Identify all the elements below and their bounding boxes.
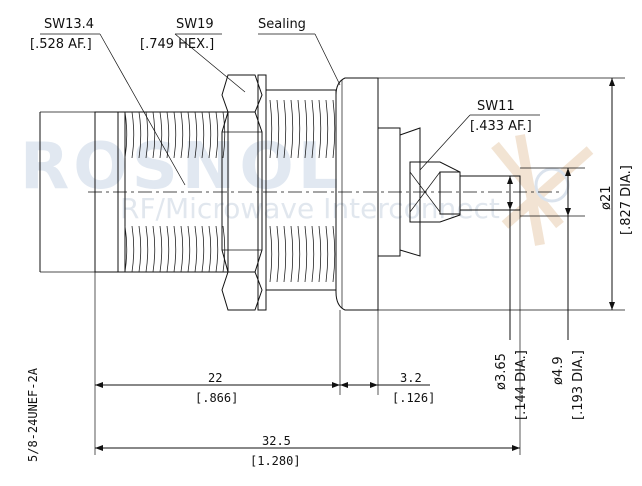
dim-3-2-inch: [.126] — [392, 391, 435, 405]
thread-crest — [222, 225, 226, 273]
thread-crest — [318, 99, 322, 159]
thread-crest — [269, 225, 273, 283]
label-sw11-af: [.433 AF.] — [470, 119, 532, 134]
left-threaded-body — [94, 111, 229, 273]
dim-22: 22 — [208, 371, 222, 385]
thread-crest — [180, 111, 184, 159]
thread-crest — [201, 225, 205, 273]
rear-nut — [377, 127, 521, 257]
thread-crest — [332, 99, 336, 159]
dim-d365-inch: [.144 DIA.] — [514, 350, 529, 420]
thread-crest — [283, 225, 287, 283]
label-sw134-af: [.528 AF.] — [30, 37, 92, 52]
dim-d21: ø21 — [599, 186, 614, 211]
thread-crest — [222, 111, 226, 159]
dim-d365: ø3.65 — [494, 353, 509, 390]
thread-crest — [145, 225, 149, 273]
thread-crest — [138, 111, 142, 159]
label-sw11: SW11 — [477, 99, 515, 114]
thread-crest — [131, 111, 135, 159]
thread-crest — [131, 225, 135, 273]
thread-crest — [311, 225, 315, 283]
thread-spec: 5/8-24UNEF-2A — [26, 367, 40, 462]
thread-crest — [166, 225, 170, 273]
thread-crest — [325, 225, 329, 283]
thread-crest — [180, 225, 184, 273]
thread-crest — [124, 225, 128, 273]
thread-crest — [152, 225, 156, 273]
thread-crest — [152, 111, 156, 159]
thread-crest — [194, 225, 198, 273]
dim-32-5: 32.5 — [262, 434, 291, 448]
thread-crest — [297, 225, 301, 283]
thread-crest — [297, 99, 301, 159]
thread-crest — [276, 225, 280, 283]
dim-d49-inch: [.193 DIA.] — [571, 350, 586, 420]
thread-crest — [325, 99, 329, 159]
thread-crest — [145, 111, 149, 159]
thread-crest — [269, 99, 273, 159]
thread-crest — [159, 225, 163, 273]
dim-32-5-inch: [1.280] — [250, 454, 301, 468]
label-sealing: Sealing — [258, 17, 306, 32]
thread-crest — [311, 99, 315, 159]
thread-crest — [215, 111, 219, 159]
thread-crest — [283, 99, 287, 159]
thread-crest — [173, 111, 177, 159]
thread-crest — [138, 225, 142, 273]
dim-d21-inch: [.827 DIA.] — [619, 165, 634, 235]
dim-d49: ø4.9 — [551, 356, 566, 385]
thread-crest — [276, 99, 280, 159]
thread-crest — [304, 225, 308, 283]
dim-22-inch: [.866] — [195, 391, 238, 405]
thread-crest — [187, 111, 191, 159]
thread-crest — [194, 111, 198, 159]
label-sw19-hex: [.749 HEX.] — [140, 37, 214, 52]
label-sw134: SW13.4 — [44, 17, 94, 32]
thread-crest — [173, 225, 177, 273]
thread-crest — [208, 111, 212, 159]
thread-crest — [215, 225, 219, 273]
thread-crest — [332, 225, 336, 283]
thread-crest — [290, 225, 294, 283]
label-sw19: SW19 — [176, 17, 214, 32]
thread-crest — [124, 111, 128, 159]
thread-crest — [318, 225, 322, 283]
thread-crest — [159, 111, 163, 159]
dim-3-2: 3.2 — [400, 371, 422, 385]
thread-crest — [290, 99, 294, 159]
watermark-logo — [491, 134, 594, 246]
thread-crest — [208, 225, 212, 273]
watermark-tagline: RF/Microwave Interconnect — [120, 192, 500, 225]
thread-crest — [304, 99, 308, 159]
thread-crest — [201, 111, 205, 159]
thread-crest — [187, 225, 191, 273]
